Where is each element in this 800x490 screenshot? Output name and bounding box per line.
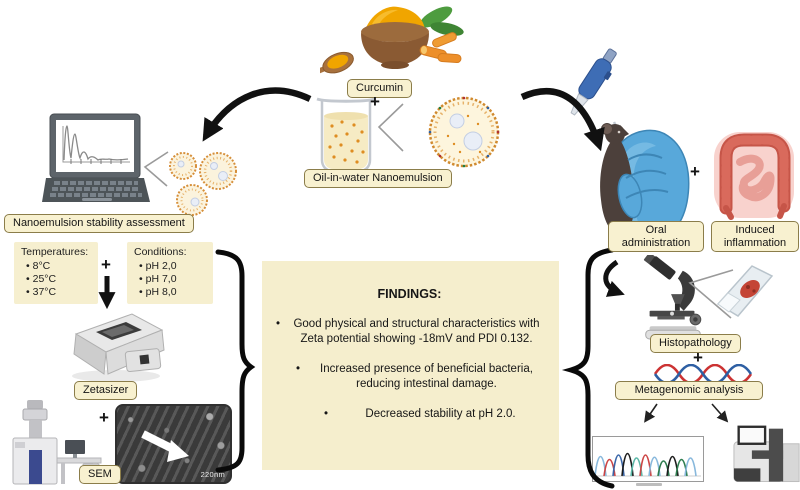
stability-assessment-label: Nanoemulsion stability assessment	[4, 214, 194, 233]
nanoemulsion-droplets-icon	[169, 152, 237, 216]
induced-inflammation-label: Induced inflammation	[711, 221, 799, 253]
zetasizer-label: Zetasizer	[74, 381, 138, 400]
plus-sign: +	[99, 408, 109, 427]
oil-in-water-label-text: Oil-in-water Nanoemulsion	[313, 172, 443, 184]
plus-sign: +	[690, 162, 700, 181]
intestine-icon	[714, 132, 794, 220]
tissue-slide-icon	[716, 265, 774, 317]
arrow-to-stability	[202, 87, 312, 142]
bullet-icon: •	[296, 362, 301, 375]
conditions-title: Conditions:	[134, 246, 187, 258]
leaf-icon	[419, 6, 453, 28]
plus-sign: +	[101, 255, 111, 274]
temperature-item: • 25°C	[26, 273, 57, 286]
conditions-panel: Conditions: • pH 2,0 • pH 7,0 • pH 8,0	[127, 242, 213, 304]
dls-chart	[62, 125, 130, 164]
temperature-item: • 8°C	[26, 260, 51, 273]
histopathology-label-text: Histopathology	[659, 337, 732, 349]
nanoemulsion-droplet-icon	[428, 96, 500, 168]
pipette-icon	[570, 48, 617, 116]
sequencer-icon	[733, 425, 800, 483]
arrow-to-chromatogram	[644, 403, 658, 423]
sem-label-text: SEM	[88, 468, 112, 480]
metagenomic-analysis-label: Metagenomic analysis	[615, 381, 763, 400]
laptop-icon	[42, 113, 150, 202]
condition-item: • pH 8,0	[139, 286, 177, 299]
histopathology-label: Histopathology	[650, 334, 741, 353]
beaker-icon	[316, 97, 376, 172]
zetasizer-label-text: Zetasizer	[83, 384, 129, 396]
spoon-icon	[320, 51, 354, 78]
plus-sign: +	[693, 348, 703, 367]
bullet-icon: •	[276, 318, 281, 330]
oral-label-text: Oral administration	[621, 224, 691, 249]
plus-sign: +	[370, 92, 380, 111]
oil-in-water-label: Oil-in-water Nanoemulsion	[304, 169, 452, 188]
oil-droplets	[328, 120, 365, 164]
chromatogram	[592, 436, 704, 482]
leaf-icon	[430, 22, 464, 36]
findings-bullet: • Good physical and structural character…	[276, 318, 540, 345]
scale-arrow-icon	[141, 430, 189, 462]
zetasizer-icon	[72, 313, 165, 382]
sem-label: SEM	[79, 465, 121, 484]
curcumin-label: Curcumin	[347, 79, 413, 98]
metagenomic-label-text: Metagenomic analysis	[634, 384, 744, 396]
findings-bullet: • Increased presence of beneficial bacte…	[276, 362, 543, 392]
stability-label-text: Nanoemulsion stability assessment	[13, 217, 185, 229]
findings-box: FINDINGS: • Good physical and structural…	[262, 261, 559, 470]
sem-machine-icon	[12, 400, 102, 485]
temperatures-title: Temperatures:	[21, 246, 89, 258]
oral-administration-label: Oral administration	[608, 221, 704, 253]
condition-item: • pH 2,0	[139, 260, 177, 273]
bullet-icon: •	[324, 407, 329, 420]
temperatures-panel: Temperatures: • 8°C • 25°C • 37°C	[14, 242, 98, 304]
turmeric-illustration	[320, 6, 464, 78]
sem-micrograph: 220nm	[115, 404, 232, 484]
arrow-to-microscope	[603, 259, 625, 297]
findings-title: FINDINGS:	[377, 287, 442, 301]
chromatogram-axis-label	[636, 483, 662, 486]
turmeric-roots-icon	[419, 32, 462, 64]
condition-item: • pH 7,0	[139, 273, 177, 286]
induced-label-text: Induced inflammation	[723, 224, 787, 249]
temperature-item: • 37°C	[26, 286, 57, 299]
mouse-oral-gavage-illustration	[570, 48, 690, 246]
curcumin-label-text: Curcumin	[356, 82, 404, 94]
microscope-icon	[643, 255, 702, 340]
sem-scale-text: 220nm	[200, 470, 225, 479]
arrow-to-sequencer	[711, 403, 729, 423]
findings-bullet: • Decreased stability at pH 2.0.	[276, 407, 543, 422]
